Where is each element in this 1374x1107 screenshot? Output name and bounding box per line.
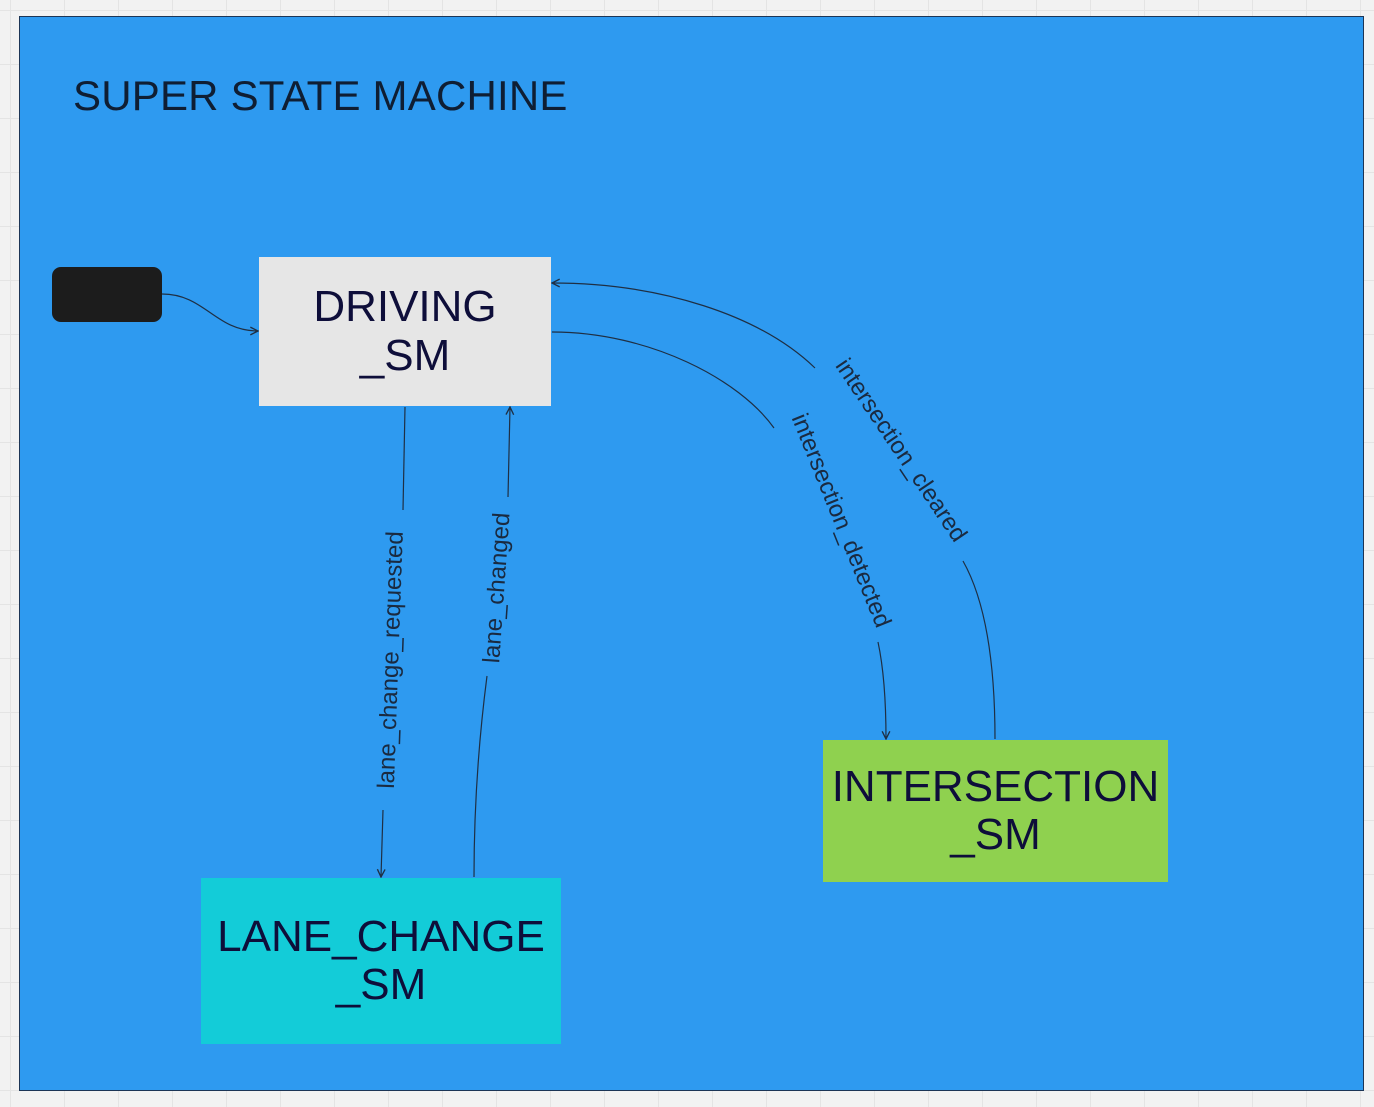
initial-state-node[interactable] <box>52 267 162 322</box>
lane-change-sm-state[interactable]: LANE_CHANGE _SM <box>201 878 561 1044</box>
driving-sm-state[interactable]: DRIVING _SM <box>259 257 551 406</box>
intersection-sm-state[interactable]: INTERSECTION _SM <box>823 740 1168 882</box>
frame-title: SUPER STATE MACHINE <box>73 72 568 119</box>
